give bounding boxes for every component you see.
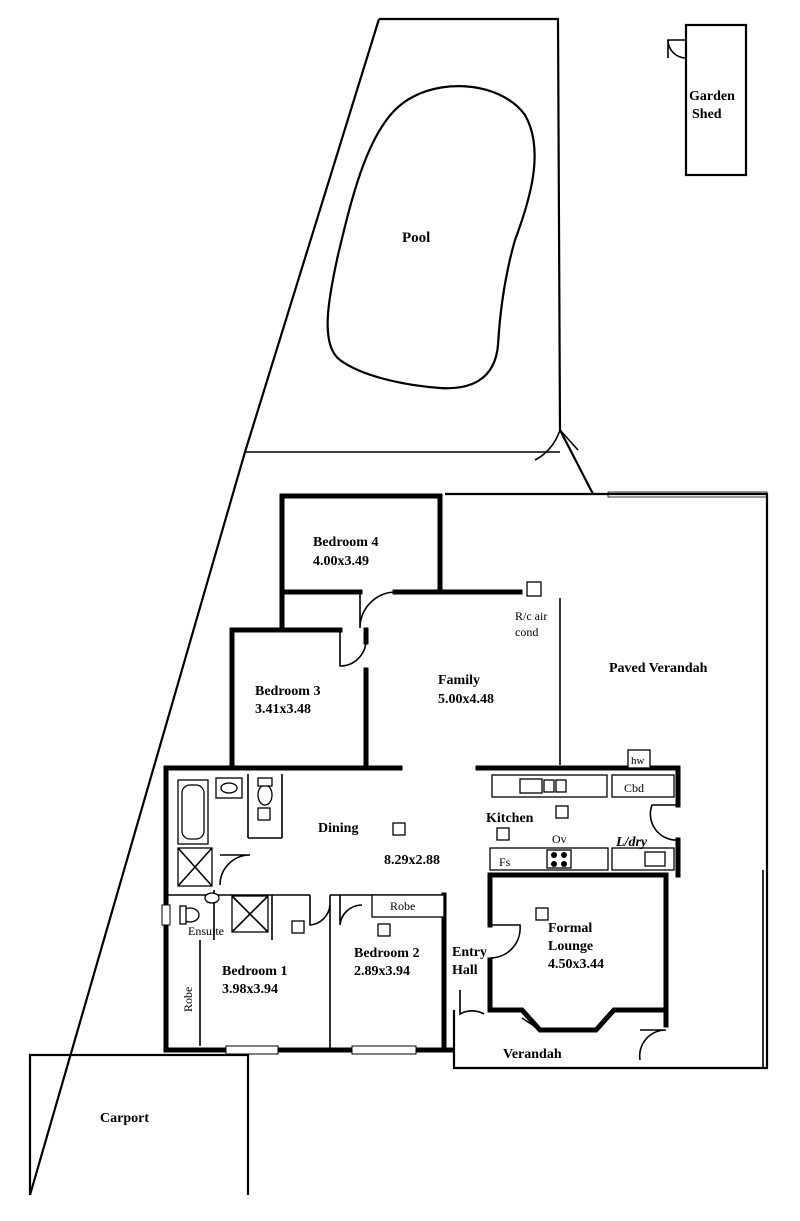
garden-shed (667, 23, 748, 177)
kitchen-label: Kitchen (486, 811, 534, 826)
rc-air-label-2: cond (515, 625, 538, 639)
bedroom4-label: Bedroom 4 (313, 535, 378, 550)
bedroom4-dim: 4.00x3.49 (313, 554, 369, 569)
ceiling-markers (257, 805, 569, 937)
verandah-label: Verandah (503, 1047, 562, 1062)
doors (219, 591, 679, 1061)
dining-dim: 8.29x2.88 (384, 853, 440, 868)
entry-hall-label-1: Entry (452, 945, 487, 960)
site-boundary (28, 17, 594, 1196)
laundry-label: L/dry (615, 835, 648, 850)
formal-lounge-label-1: Formal (548, 921, 592, 936)
cbd-label: Cbd (624, 781, 644, 795)
windows (161, 904, 417, 1055)
garden-shed-label-1: Garden (689, 89, 735, 104)
oven-label: Ov (552, 832, 567, 846)
pool-gate (534, 429, 579, 461)
paved-verandah (445, 491, 769, 1070)
formal-lounge-dim: 4.50x3.44 (548, 957, 604, 972)
bedroom1-dim: 3.98x3.94 (222, 982, 278, 997)
walls (163, 493, 681, 1053)
formal-lounge-label-2: Lounge (548, 939, 593, 954)
room-labels: Garden Shed Pool Bedroom 4 4.00x3.49 R/c… (100, 89, 735, 1126)
bedroom3-label: Bedroom 3 (255, 684, 320, 699)
entry-hall-label-2: Hall (452, 963, 478, 978)
rc-air-label-1: R/c air (515, 609, 547, 623)
robe-bedroom2-label: Robe (390, 899, 415, 913)
pool (326, 85, 536, 390)
bedroom1-label: Bedroom 1 (222, 964, 287, 979)
carport-label: Carport (100, 1111, 149, 1126)
kitchen-bench (489, 581, 675, 871)
fridge-space-label: Fs (499, 855, 511, 869)
bathroom-fixtures (177, 777, 445, 933)
bedroom3-dim: 3.41x3.48 (255, 702, 311, 717)
dining-label: Dining (318, 821, 358, 836)
front-verandah (452, 1010, 680, 1070)
paved-verandah-label: Paved Verandah (609, 661, 708, 676)
bedroom2-dim: 2.89x3.94 (354, 964, 410, 979)
bedroom2-label: Bedroom 2 (354, 946, 419, 961)
family-dim: 5.00x4.48 (438, 692, 494, 707)
pool-label: Pool (402, 230, 430, 246)
ensuite-label: Ensuite (188, 924, 224, 938)
family-label: Family (438, 673, 480, 688)
robe-bedroom1-label: Robe (181, 987, 195, 1012)
garden-shed-label-2: Shed (692, 107, 722, 122)
hw-label: hw (631, 755, 645, 767)
